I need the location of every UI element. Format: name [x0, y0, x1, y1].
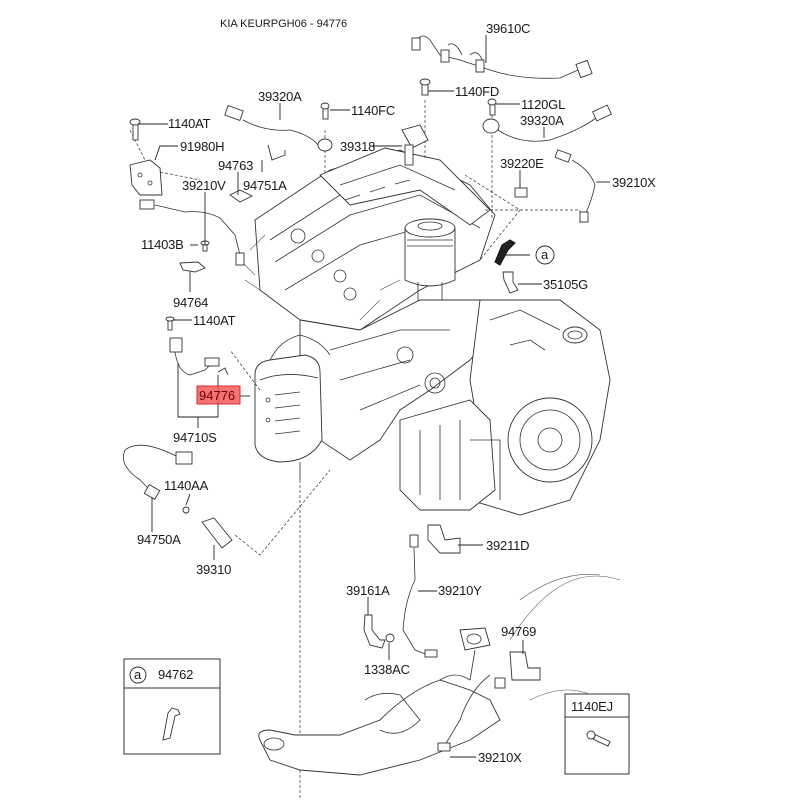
part-91980H-bracket	[129, 159, 163, 196]
legend-box-1140EJ: 1140EJ	[564, 693, 630, 775]
part-39210X-upper-o2-sensor	[554, 149, 596, 223]
label-1338AC[interactable]: 1338AC	[364, 662, 410, 677]
part-35105G-bracket	[502, 271, 519, 294]
part-94764-bracket	[179, 261, 206, 273]
label-39211D[interactable]: 39211D	[486, 538, 530, 553]
label-35105G[interactable]: 35105G	[543, 277, 588, 292]
engine-assembly-illustration	[239, 147, 611, 516]
label-1140AT-upper[interactable]: 1140AT	[168, 116, 211, 131]
part-1140FD-bolt	[419, 78, 431, 96]
label-94776[interactable]: 94776	[199, 388, 235, 403]
label-94710S[interactable]: 94710S	[173, 430, 217, 445]
label-39161A[interactable]: 39161A	[346, 583, 390, 598]
part-39318-sensor	[401, 124, 429, 166]
highlight-box	[196, 385, 241, 405]
highlighted-part-94776[interactable]: 94776	[196, 385, 241, 405]
part-labels: 39610C 1140FD 1120GL 39320A 39220E 39210…	[137, 21, 656, 765]
legend-ref-a: a	[134, 667, 142, 682]
assembly-guide-lines	[129, 100, 581, 800]
callout-leader-lines	[138, 35, 610, 758]
label-39220E[interactable]: 39220E	[500, 156, 544, 171]
part-39210V-o2-sensor	[139, 199, 245, 266]
part-1140AA-bolt	[182, 506, 190, 514]
legend-part-1140EJ[interactable]: 1140EJ	[571, 699, 613, 714]
diagram-title: KIA KEURPGH06 - 94776	[220, 18, 347, 30]
part-39610C-harness	[411, 35, 593, 79]
part-94751A-bracket	[267, 144, 286, 161]
label-39320A-left[interactable]: 39320A	[258, 89, 302, 104]
label-91980H[interactable]: 91980H	[180, 139, 225, 154]
clip-94762-icon	[162, 707, 181, 741]
part-39161A-bracket	[363, 614, 386, 649]
label-39610C[interactable]: 39610C	[486, 21, 531, 36]
label-94769[interactable]: 94769	[501, 624, 536, 639]
label-1140AT-lower[interactable]: 1140AT	[193, 313, 236, 328]
part-94750A-cable	[122, 444, 193, 500]
label-39210V[interactable]: 39210V	[182, 178, 226, 193]
label-ref-a[interactable]: a	[541, 247, 549, 262]
label-39210Y[interactable]: 39210Y	[438, 583, 482, 598]
label-94751A[interactable]: 94751A	[243, 178, 287, 193]
part-1140AT-upper-bolt	[129, 118, 141, 141]
part-94710S-sensor	[169, 337, 229, 376]
part-39320A-left-sensor	[224, 102, 333, 152]
part-94763-clip	[229, 189, 254, 203]
label-39210X-lower[interactable]: 39210X	[478, 750, 522, 765]
part-39210Y-o2-sensor	[402, 534, 438, 658]
part-ref-a-connector	[494, 239, 516, 266]
label-94764[interactable]: 94764	[173, 295, 208, 310]
part-39310-sensor	[201, 517, 233, 549]
bolt-1140EJ-icon	[586, 730, 611, 747]
label-39318[interactable]: 39318	[340, 139, 375, 154]
label-39210X-upper[interactable]: 39210X	[612, 175, 656, 190]
label-1140FD[interactable]: 1140FD	[455, 84, 499, 99]
part-1140AT-lower-bolt	[165, 316, 175, 331]
ref-a-circle	[535, 245, 555, 265]
label-1120GL[interactable]: 1120GL	[521, 97, 565, 112]
label-1140FC[interactable]: 1140FC	[351, 103, 395, 118]
legend-box-94762: a 94762	[123, 658, 221, 755]
part-39320A-right-sensor	[482, 98, 612, 142]
part-1338AC-nut	[385, 633, 395, 643]
label-1140AA[interactable]: 1140AA	[164, 478, 209, 493]
label-39320A-right[interactable]: 39320A	[520, 113, 564, 128]
label-11403B[interactable]: 11403B	[141, 237, 184, 252]
label-94763[interactable]: 94763	[218, 158, 253, 173]
part-39211D-bracket	[427, 524, 461, 554]
label-39310[interactable]: 39310	[196, 562, 231, 577]
part-front-exhaust-pipe	[258, 574, 621, 776]
legend-part-94762[interactable]: 94762	[158, 667, 193, 682]
part-39220E-sensor	[514, 187, 528, 198]
label-94750A[interactable]: 94750A	[137, 532, 181, 547]
